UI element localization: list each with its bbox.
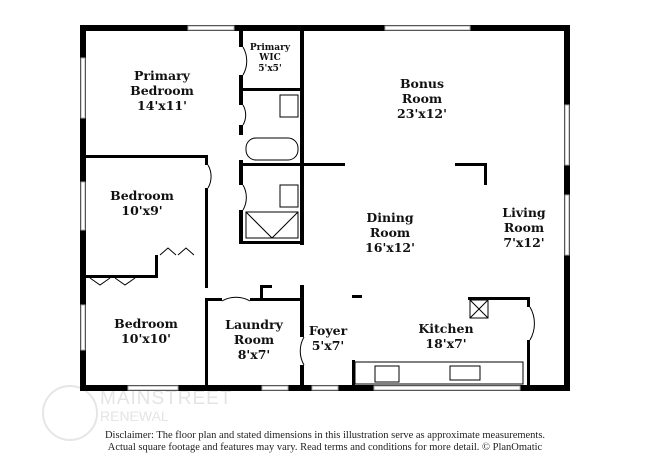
- primary-bedroom-dims: 14'x11': [137, 98, 187, 113]
- bedroom-2-dims: 10'x9': [121, 203, 162, 218]
- living-room-dims: 7'x12': [503, 235, 544, 250]
- watermark-line-1: MAINSTREET: [100, 388, 233, 409]
- primary-bedroom-label-2: Bedroom: [130, 83, 194, 98]
- room-labels: Primary Bedroom 14'x11' Primary WIC 5'x5…: [110, 43, 546, 362]
- primary-wic-label-2: WIC: [258, 53, 280, 63]
- laundry-room-label-2: Room: [234, 332, 274, 347]
- fridge-icon: [469, 299, 489, 319]
- shower-icon: [245, 211, 299, 239]
- stove-icon: [374, 365, 400, 383]
- disclaimer-line-1: Disclaimer: The floor plan and stated di…: [104, 430, 546, 441]
- mainstreet-renewal-watermark: MAINSTREET RENEWAL: [40, 383, 231, 448]
- laundry-room-label: Laundry: [225, 317, 283, 332]
- foyer-label: Foyer: [309, 323, 348, 338]
- living-room-label: Living: [502, 205, 546, 220]
- bonus-room-label: Bonus: [400, 76, 444, 91]
- kitchen-sink-icon: [449, 365, 481, 381]
- dining-room-label: Dining: [366, 210, 414, 225]
- logo-circle-icon: [42, 385, 98, 441]
- primary-wic-label: Primary: [250, 43, 291, 53]
- bonus-room-dims: 23'x12': [397, 106, 447, 121]
- bathtub-icon: [245, 137, 299, 161]
- bedroom-3-label: Bedroom: [114, 316, 178, 331]
- sink-icon: [279, 94, 299, 118]
- bonus-room-label-2: Room: [402, 91, 442, 106]
- dining-room-dims: 16'x12': [365, 240, 415, 255]
- kitchen-counter: [354, 361, 524, 385]
- fixtures: [89, 46, 535, 385]
- sink-icon: [279, 184, 299, 208]
- dining-room-label-2: Room: [370, 225, 410, 240]
- disclaimer-line-2: Actual square footage and features may v…: [107, 442, 543, 453]
- primary-bedroom-label: Primary: [134, 68, 191, 83]
- door-swing: [242, 46, 248, 76]
- primary-wic-dims: 5'x5': [258, 64, 281, 74]
- kitchen-dims: 18'x7': [425, 336, 466, 351]
- windows: [80, 25, 570, 391]
- bedroom-3-dims: 10'x10': [121, 331, 171, 346]
- living-room-label-2: Room: [504, 220, 544, 235]
- watermark-line-2: RENEWAL: [100, 408, 169, 424]
- laundry-room-dims: 8'x7': [238, 347, 271, 362]
- kitchen-label: Kitchen: [418, 321, 473, 336]
- interior-walls: [80, 25, 530, 390]
- disclaimer: Disclaimer: The floor plan and stated di…: [0, 430, 650, 454]
- foyer-dims: 5'x7': [312, 338, 345, 353]
- bedroom-2-label: Bedroom: [110, 188, 174, 203]
